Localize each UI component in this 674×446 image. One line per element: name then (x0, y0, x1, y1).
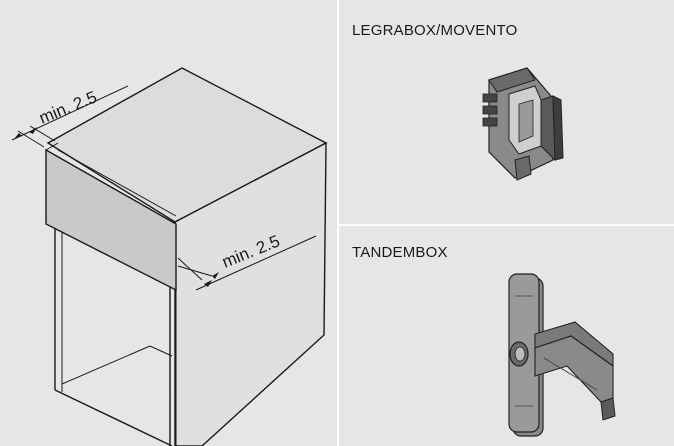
dim-side-ext-2 (177, 265, 213, 277)
horizontal-divider (339, 224, 674, 226)
dim-top-ext-2 (29, 125, 56, 142)
legrabox-clip-icon (482, 67, 564, 181)
dim-side-ext-1 (177, 257, 203, 281)
top-inner-edge (57, 149, 177, 217)
cabinet-base-inner (61, 345, 151, 385)
dim-top-ext-1 (17, 130, 45, 148)
cabinet-back-bottom (149, 345, 173, 357)
cabinet-drawing: min. 2.5 min. 2.5 (11, 67, 328, 446)
dim-top-arrow-2 (29, 127, 37, 134)
vertical-divider (337, 0, 339, 446)
legrabox-panel: LEGRABOX/MOVENTO (339, 0, 674, 224)
dim-side-arrow-1 (204, 280, 212, 287)
tandembox-clip-icon (508, 273, 616, 437)
dim-side-arrow-2 (212, 272, 219, 279)
legrabox-title: LEGRABOX/MOVENTO (352, 22, 518, 39)
cabinet-base-line (54, 389, 173, 446)
dim-side-line (195, 235, 317, 291)
drawer-front-top-edge (45, 142, 59, 151)
tandembox-panel: TANDEMBOX (339, 226, 674, 446)
dim-top-arrow-1 (14, 133, 22, 139)
drawer-front (45, 148, 177, 292)
cabinet-panel: min. 2.5 min. 2.5 (11, 67, 328, 446)
cabinet-right-side (174, 141, 327, 446)
tandembox-title: TANDEMBOX (352, 244, 448, 261)
